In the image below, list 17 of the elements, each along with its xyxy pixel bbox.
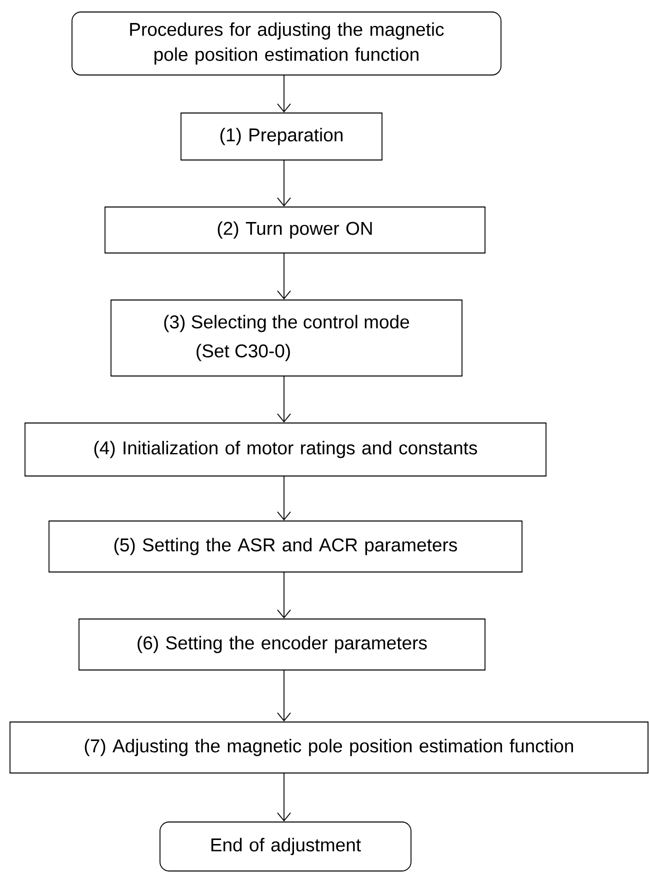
process-box: (3) Selecting the control mode (Set C30-0) xyxy=(110,300,462,376)
process-box: (7) Adjusting the magnetic pole position estimation function xyxy=(10,722,648,774)
start-terminal: Procedures for adjusting the magnetic pole position estimation function xyxy=(72,12,502,76)
arrow xyxy=(277,476,291,521)
arrow xyxy=(277,253,291,300)
arrow xyxy=(277,572,291,619)
end-terminal: End of adjustment xyxy=(160,822,412,872)
process-box: (1) Preparation xyxy=(180,112,382,160)
process-box: (6) Setting the encoder parameters xyxy=(78,618,486,670)
arrow xyxy=(277,773,291,822)
process-box: (5) Setting the ASR and ACR parameters xyxy=(48,520,522,572)
arrow xyxy=(277,376,291,423)
arrow xyxy=(277,670,291,722)
arrow xyxy=(277,75,291,113)
process-box: (2) Turn power ON xyxy=(104,206,486,254)
process-box: (4) Initialization of motor ratings and constants xyxy=(24,422,546,476)
arrow xyxy=(277,160,291,207)
